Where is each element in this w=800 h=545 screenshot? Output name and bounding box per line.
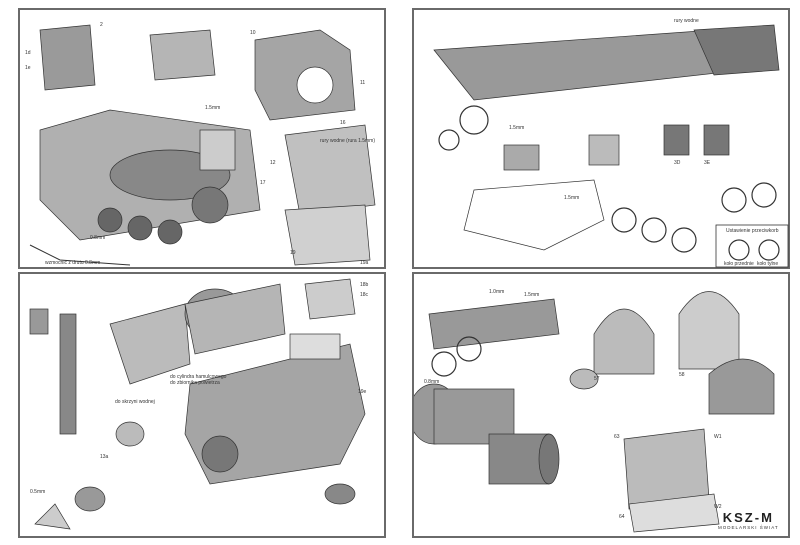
wheel-caption: koło tylne — [757, 261, 779, 267]
label: 64 — [619, 514, 625, 520]
label: 63 — [614, 434, 620, 440]
assembly-drawing-frame-wheels — [433, 24, 789, 268]
label: 1.5mm — [564, 195, 580, 201]
label: 17 — [260, 180, 266, 186]
label: 3D — [674, 160, 681, 166]
label: 11 — [360, 80, 366, 86]
bunker-part — [284, 204, 371, 266]
label: do zbiornika powietrza — [170, 380, 220, 386]
label: 19e — [358, 389, 367, 395]
label: 0.8mm — [90, 235, 106, 241]
label: 1.0mm — [489, 289, 505, 295]
label: 18b — [360, 282, 369, 288]
label: do cylindra hamulcowego — [170, 374, 227, 380]
main-frame — [433, 29, 745, 101]
cab-interior — [109, 303, 191, 385]
panel-top-left: 1.5mm rury wodne (rura 1.5mm) wzmocnić z… — [18, 8, 386, 269]
logo-main: KSZ-M — [722, 510, 774, 525]
assembly-drawing-loco-details — [29, 278, 366, 530]
cab-rear — [593, 308, 655, 375]
label: 16 — [340, 120, 346, 126]
label: 19 — [290, 250, 296, 256]
panel-bottom-left: do cylindra hamulcowego do zbiornika pow… — [18, 272, 386, 538]
label: 18c — [360, 292, 369, 298]
frame-part — [149, 29, 216, 81]
panel-bottom-right: 1.0mm 1.5mm 0.8mm 57 58 63 64 W1 W2 — [412, 272, 790, 538]
label: 58 — [679, 372, 685, 378]
label: 3E — [704, 160, 711, 166]
label: 1.5mm — [524, 292, 540, 298]
cab-front — [678, 291, 740, 370]
panel-top-right: 1.5mm rury wodne 3D 3E 1.5mm Ustawienie … — [412, 8, 790, 269]
wheel-box-title: Ustawienie przeciwkorb — [726, 228, 779, 234]
smokebox-door — [191, 186, 229, 224]
cab-wall-part — [39, 24, 96, 91]
label: 1e — [25, 65, 31, 71]
label: W1 — [714, 434, 722, 440]
label: 13a — [100, 454, 109, 460]
label: do skrzyni wodnej — [115, 399, 155, 405]
label: W2 — [714, 504, 722, 510]
assembly-drawing-cab-boiler — [29, 24, 376, 266]
column-part — [59, 313, 77, 435]
label: rury wodne (rura 1.5mm) — [320, 138, 376, 144]
label: 2 — [100, 22, 103, 28]
label: 0.8mm — [424, 379, 440, 385]
label: rury wodne — [674, 18, 699, 24]
label: 0.5mm — [30, 489, 46, 495]
label: 19a — [360, 260, 369, 266]
wheel-caption: koło przednie — [724, 261, 754, 267]
label: 1.5mm — [509, 125, 525, 131]
ksz-m-logo: KSZ-M MODELARSKI ŚWIAT — [718, 510, 779, 530]
logo-sub: MODELARSKI ŚWIAT — [718, 525, 779, 530]
wheels — [438, 105, 780, 261]
label: 10 — [250, 30, 256, 36]
firebox — [708, 358, 775, 415]
label: 1d — [25, 50, 31, 56]
wheel-orientation-box — [715, 224, 789, 268]
label: 12 — [270, 160, 276, 166]
label: 1.5mm — [205, 105, 221, 111]
label: 57 — [594, 376, 600, 382]
label: wzmocnić z drutu 0.8mm — [45, 260, 101, 266]
assembly-drawing-tanks-cab — [414, 291, 775, 533]
water-tank — [284, 124, 376, 216]
